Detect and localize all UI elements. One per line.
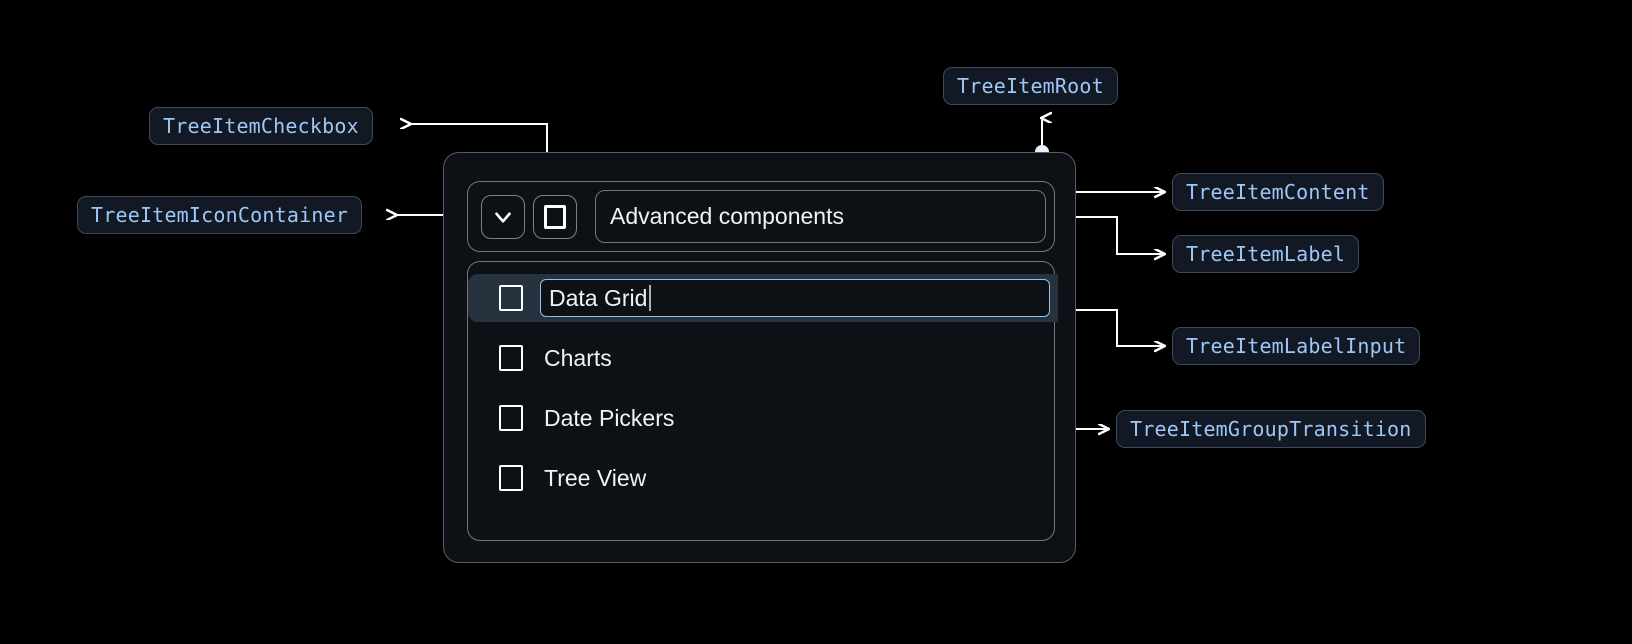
label-input-value: Data Grid xyxy=(549,284,648,311)
tree-item-row[interactable]: Charts xyxy=(468,334,1054,382)
tree-item-row[interactable]: Data Grid xyxy=(468,274,1058,322)
tree-item-row[interactable]: Tree View xyxy=(468,454,1054,502)
tree-item-label[interactable]: Advanced components xyxy=(595,190,1046,243)
checkbox-unchecked-icon[interactable] xyxy=(499,345,523,371)
tree-item-label-text: Date Pickers xyxy=(544,404,675,431)
tree-item-checkbox[interactable] xyxy=(533,194,577,239)
annotation-tree-item-content: TreeItemContent xyxy=(1172,173,1384,211)
tree-item-root[interactable]: Advanced components Data Grid Charts Dat… xyxy=(443,152,1076,563)
annotation-tree-item-icon-container: TreeItemIconContainer xyxy=(77,196,363,234)
tree-item-content[interactable]: Advanced components xyxy=(467,181,1055,252)
tree-item-label-text: Tree View xyxy=(544,464,647,491)
checkbox-unchecked-icon[interactable] xyxy=(499,465,523,491)
annotation-tree-item-root: TreeItemRoot xyxy=(943,67,1118,105)
annotation-tree-item-label-input: TreeItemLabelInput xyxy=(1172,327,1421,365)
tree-item-icon-container[interactable] xyxy=(481,194,525,239)
annotation-tree-item-label: TreeItemLabel xyxy=(1172,235,1360,273)
tree-item-label-input[interactable]: Data Grid xyxy=(540,279,1050,317)
tree-item-label-text: Charts xyxy=(544,344,612,371)
annotation-tree-item-checkbox: TreeItemCheckbox xyxy=(149,107,373,145)
tree-item-row[interactable]: Date Pickers xyxy=(468,394,1054,442)
tree-item-label-text: Advanced components xyxy=(610,203,844,229)
checkbox-unchecked-icon[interactable] xyxy=(499,285,523,311)
checkbox-unchecked-icon xyxy=(544,204,566,229)
text-caret xyxy=(649,285,652,311)
chevron-down-icon xyxy=(490,204,516,230)
tree-item-group-transition: Data Grid Charts Date Pickers Tree View xyxy=(467,261,1058,541)
annotation-tree-item-group-transition: TreeItemGroupTransition xyxy=(1116,410,1426,448)
checkbox-unchecked-icon[interactable] xyxy=(499,405,523,431)
